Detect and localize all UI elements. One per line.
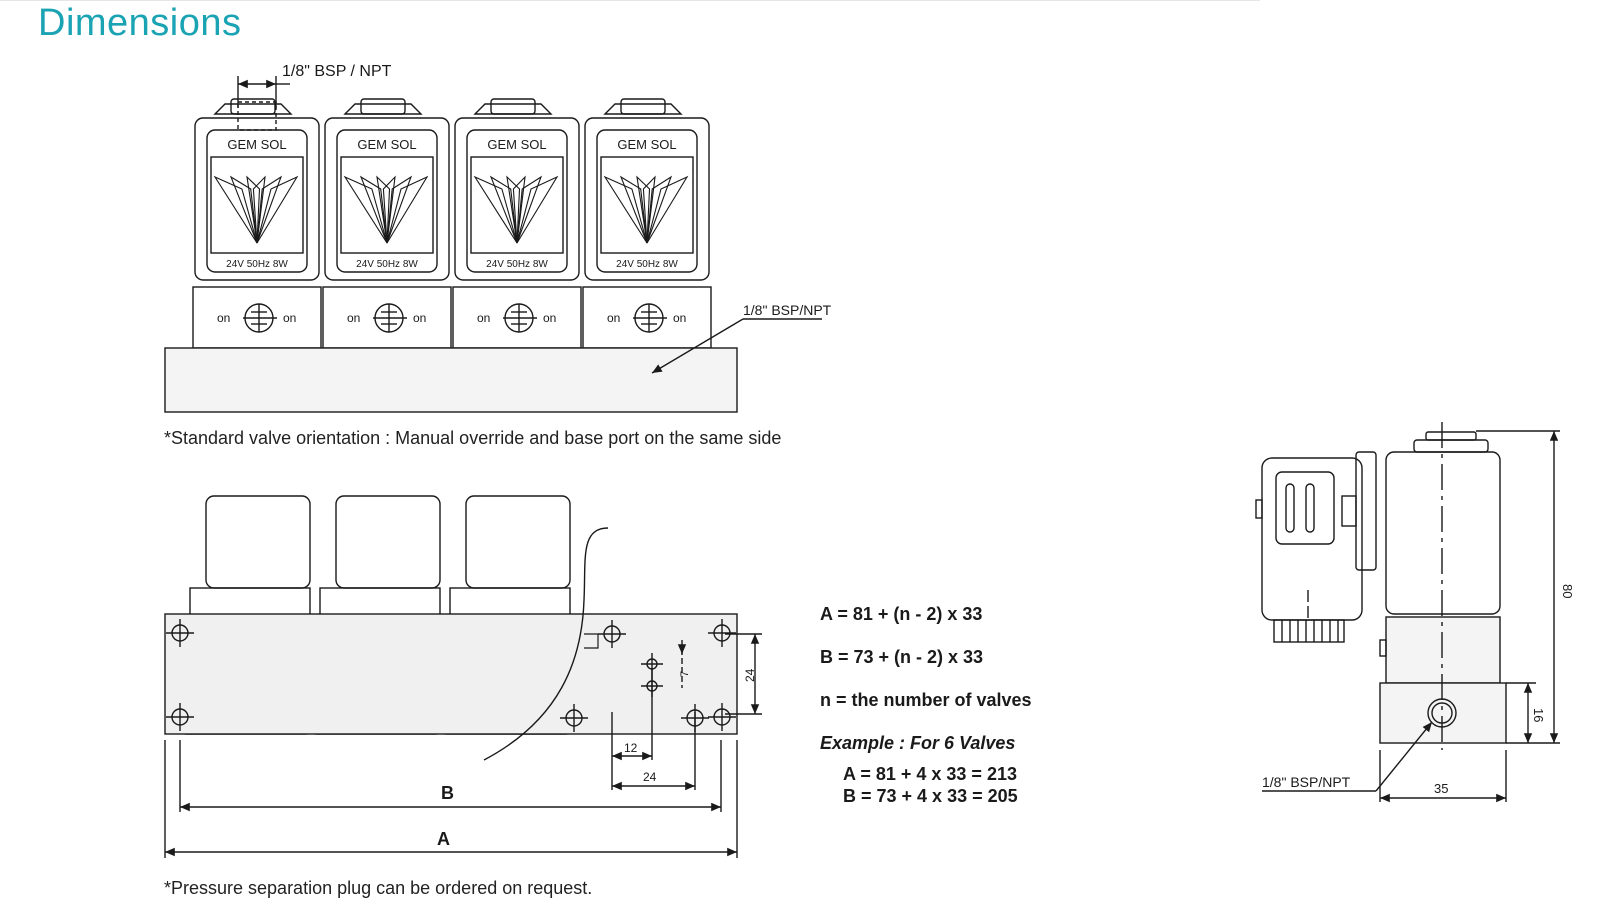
- mount-hole-4: [708, 703, 736, 731]
- coil-window: [600, 156, 694, 254]
- plug-notch: [584, 633, 599, 649]
- coil-top-cap: [603, 103, 683, 115]
- override-on-left-label: on: [347, 311, 360, 325]
- coil-body: [324, 117, 450, 281]
- mount-hole-5: [598, 620, 626, 648]
- coil-rating-label: 24V 50Hz 8W: [226, 259, 288, 270]
- coil-top-cap: [473, 103, 553, 115]
- front-valve-1: GEM SOL 24V 50Hz 8W on on: [192, 98, 322, 400]
- override-on-left-label: on: [607, 311, 620, 325]
- coil-top: [465, 495, 571, 589]
- dim-80: 80: [1560, 584, 1575, 598]
- side-port-label: 1/8" BSP/NPT: [743, 302, 832, 318]
- mount-hole-6: [560, 704, 588, 732]
- coil-top-cap: [213, 103, 293, 115]
- example-title: Example : For 6 Valves: [820, 733, 1016, 753]
- coil-window: [340, 156, 434, 254]
- port-thread-dashed: [237, 101, 277, 131]
- coil-top-cap: [343, 103, 423, 115]
- coil-logo: [343, 175, 429, 244]
- dim-24-vertical: 24: [743, 668, 757, 682]
- dim-12: 12: [624, 741, 638, 755]
- coil-top: [335, 495, 441, 589]
- coil-label-frame: [336, 129, 438, 273]
- dim-35: 35: [1434, 781, 1448, 796]
- override-on-right-label: on: [673, 311, 686, 325]
- coil-port-nut: [620, 98, 666, 115]
- page-title: Dimensions: [38, 2, 242, 44]
- coil-port-nut: [360, 98, 406, 115]
- coil-brand-label: GEM SOL: [487, 137, 546, 152]
- mount-hole-1: [166, 619, 194, 647]
- coil-port-nut: [230, 98, 276, 115]
- coil-collar: [449, 587, 571, 617]
- bottom-view-dimensions: [611, 633, 762, 791]
- overall-length-dimensions: [164, 740, 738, 858]
- formula-n: n = the number of valves: [820, 690, 1032, 710]
- coil-brand-label: GEM SOL: [357, 137, 416, 152]
- coil-window: [210, 156, 304, 254]
- separation-plug-wire: [483, 527, 609, 761]
- coil-brand-label: GEM SOL: [617, 137, 676, 152]
- mount-hole-3: [708, 619, 736, 647]
- manifold-base-bottom: [164, 613, 738, 735]
- plug-note: *Pressure separation plug can be ordered…: [164, 878, 593, 898]
- coil-logo: [603, 175, 689, 244]
- coil-window: [470, 156, 564, 254]
- coil-logo: [213, 175, 299, 244]
- coil-port-nut: [490, 98, 536, 115]
- coil-body: [194, 117, 320, 281]
- top-port-dimension: [237, 76, 290, 108]
- manifold-base-front: [164, 347, 738, 413]
- coil-logo: [473, 175, 559, 244]
- side-view-port-label: 1/8" BSP/NPT: [1262, 774, 1351, 790]
- dimension-a-label: A: [437, 829, 450, 849]
- coil-body: [584, 117, 710, 281]
- side-view-diagram: [1255, 422, 1560, 803]
- top-divider: [0, 0, 1260, 1]
- side-port-leader: [651, 318, 822, 374]
- override-on-left-label: on: [477, 311, 490, 325]
- coil-label-frame: [466, 129, 568, 273]
- dim-7: 7: [679, 671, 691, 677]
- front-valve-2: GEM SOL 24V 50Hz 8W on on: [322, 98, 452, 412]
- coil-rating-label: 24V 50Hz 8W: [486, 259, 548, 270]
- coil-collar: [189, 587, 311, 617]
- override-on-right-label: on: [543, 311, 556, 325]
- orientation-note: *Standard valve orientation : Manual ove…: [164, 428, 782, 448]
- coil-collar: [319, 587, 441, 617]
- dim-24-horizontal: 24: [643, 770, 657, 784]
- front-valve-4: GEM SOL 24V 50Hz 8W on on: [582, 98, 712, 412]
- dim-16: 16: [1531, 708, 1546, 722]
- override-on-left-label: on: [217, 311, 230, 325]
- coil-rating-label: 24V 50Hz 8W: [616, 259, 678, 270]
- override-on-right-label: on: [413, 311, 426, 325]
- dimension-b-label: B: [441, 783, 454, 803]
- example-a: A = 81 + 4 x 33 = 213: [843, 764, 1017, 784]
- coil-top: [205, 495, 311, 589]
- formula-b: B = 73 + (n - 2) x 33: [820, 647, 984, 667]
- formula-a: A = 81 + (n - 2) x 33: [820, 604, 983, 624]
- coil-rating-label: 24V 50Hz 8W: [356, 259, 418, 270]
- top-port-label: 1/8" BSP / NPT: [282, 63, 392, 80]
- coil-label-frame: [596, 129, 698, 273]
- coil-body: [454, 117, 580, 281]
- coil-brand-label: GEM SOL: [227, 137, 286, 152]
- mount-hole-2: [166, 703, 194, 731]
- override-on-right-label: on: [283, 311, 296, 325]
- example-b: B = 73 + 4 x 33 = 205: [843, 786, 1018, 806]
